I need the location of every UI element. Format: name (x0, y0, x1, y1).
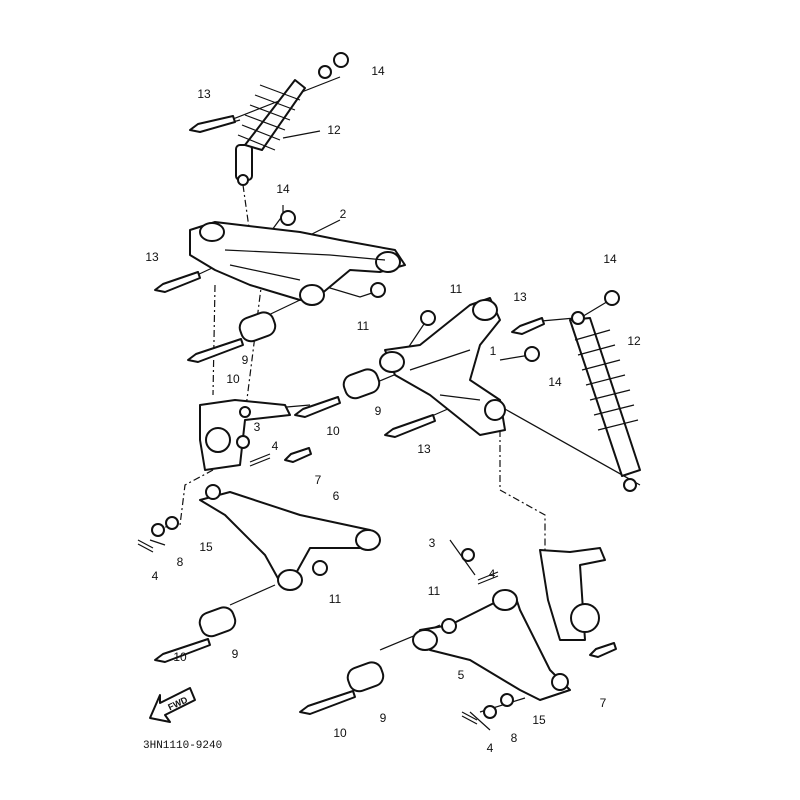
bushings (198, 311, 385, 693)
nuts (151, 52, 620, 719)
callout: 4 (152, 569, 159, 583)
callout: 14 (603, 252, 617, 266)
callout: 11 (329, 592, 342, 606)
callout: 15 (532, 713, 546, 727)
callout: 1 (490, 344, 497, 358)
callout: 13 (197, 87, 211, 101)
callout: 9 (380, 711, 387, 725)
callout: 5 (458, 668, 465, 682)
callout: 7 (315, 473, 322, 487)
callout: 8 (177, 555, 184, 569)
shock-absorber-right (569, 311, 641, 492)
lower-arm-6 (199, 484, 381, 591)
forward-arrow-icon: FWD (149, 687, 196, 723)
callout: 14 (548, 375, 562, 389)
upper-arm-1 (379, 297, 506, 436)
lower-arm-5 (412, 589, 571, 701)
bolts (154, 115, 617, 715)
callout: 11 (450, 282, 463, 296)
callout: 12 (327, 123, 341, 137)
callout: 8 (511, 731, 518, 745)
callout: 10 (333, 726, 347, 740)
callout-labels: 14 13 12 14 2 13 11 9 10 11 13 14 12 1 1… (145, 64, 641, 755)
callout: 13 (145, 250, 159, 264)
callout: 9 (242, 353, 249, 367)
callout: 10 (173, 650, 187, 664)
steering-knuckle-right (539, 547, 606, 641)
shock-absorber-upper-left (235, 65, 332, 186)
callout: 4 (272, 439, 279, 453)
callout: 11 (428, 584, 441, 598)
callout: 4 (487, 741, 494, 755)
callout: 14 (276, 182, 290, 196)
cotter-pins (137, 453, 499, 725)
callout: 15 (199, 540, 213, 554)
part-code: 3HN1110-9240 (143, 740, 222, 752)
callout: 14 (371, 64, 385, 78)
callout: 3 (429, 536, 436, 550)
callout: 11 (357, 319, 370, 333)
callout: 6 (333, 489, 340, 503)
callout: 4 (489, 567, 496, 581)
callout: 3 (254, 420, 261, 434)
callout: 7 (600, 696, 607, 710)
callout: 10 (326, 424, 340, 438)
steering-knuckle-left (199, 399, 291, 471)
callout: 10 (226, 372, 240, 386)
callout: 9 (232, 647, 239, 661)
callout: 2 (340, 207, 347, 221)
callout: 13 (513, 290, 527, 304)
callout: 12 (627, 334, 641, 348)
callout: 13 (417, 442, 431, 456)
callout: 9 (375, 404, 382, 418)
upper-arm-2 (189, 221, 406, 306)
